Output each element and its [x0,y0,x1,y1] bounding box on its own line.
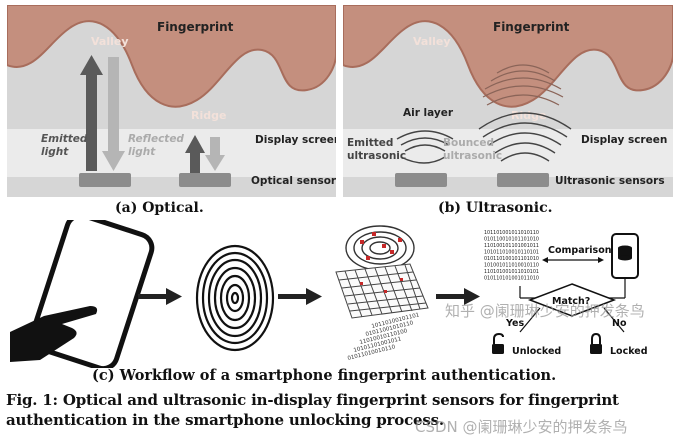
figure-caption-line-2: authentication in the smartphone unlocki… [6,411,444,429]
flow-arrow-2 [278,288,322,305]
optical-sensor-2 [179,173,231,187]
caption-a: (a) Optical. [115,200,204,216]
optical-sensor-1 [79,173,131,187]
caption-b: (b) Ultrasonic. [438,200,553,216]
ultrasonic-waves-left [396,130,454,164]
fingerprint-feature-extraction: 10110100101101 01011001010110 1101001011… [335,225,429,362]
comparison-label: Comparison [548,245,612,256]
locked-label: Locked [610,346,648,357]
binary-line: 010110100101101010 [484,256,539,262]
display-screen-band-b [343,129,673,177]
workflow-panel: 10110100101101 01011001010110 1101001011… [10,220,648,368]
binary-line: 101001011010010110 [484,263,539,269]
optical-sensors-label: Optical sensors [251,175,336,187]
display-screen-label: Display screen [255,134,336,146]
bounced-ultrasonic-label-2: ultrasonic [443,150,502,162]
watermark-zhihu: 知乎 @阑珊琳少安的押发条鸟 [445,302,645,320]
emitted-label: Emitted [41,133,88,145]
valley-label: Valley [91,35,129,48]
emitted-label-2: light [41,146,69,158]
unlocked-icon [492,332,504,354]
ultrasonic-sensor-1 [395,173,447,187]
display-screen-label-b: Display screen [581,134,667,146]
fingerprint-skin [7,5,336,108]
ridge-label: Ridge [191,109,226,122]
flow-arrow-3 [436,288,480,305]
figure-caption-line-1: Fig. 1: Optical and ultrasonic in-displa… [6,391,619,409]
binary-line: 010110101001011010 [484,276,539,282]
hand-illustration [10,306,98,362]
fingerprint-label: Fingerprint [157,20,234,34]
reflected-label: Reflected [128,133,184,145]
air-layer-label: Air layer [403,107,454,119]
phone-database-icon [611,233,639,279]
display-screen-band [7,129,336,177]
yes-label: Yes [505,318,524,329]
reflected-light-arrow [102,57,125,171]
emitted-ultrasonic-label-2: ultrasonic [347,150,406,162]
watermark-csdn: CSDN @阑珊琳少安的押发条鸟 [415,418,628,436]
emitted-light-arrow [80,55,103,171]
binary-line: 110101001011010101 [484,269,539,275]
stored-binary-template: 1011010010110101100101100101011010101101… [484,230,539,282]
binary-line: 101011010010110101 [484,250,539,256]
optical-panel: Fingerprint Valley Ridge Emitted light R… [7,5,336,197]
valley-label-b: Valley [413,35,451,48]
caption-c: (c) Workflow of a smartphone fingerprint… [92,367,557,384]
reflected-label-2: light [128,146,156,158]
emitted-ultrasonic-label: Emitted [347,137,393,149]
binary-line: 110100101101001011 [484,243,539,249]
binary-line: 101101001011010110 [484,230,539,236]
ultrasonic-waves-ridge [482,64,564,106]
locked-icon [590,332,602,354]
ultrasonic-waves-right [478,112,572,162]
fingerprint-skin-b [343,5,673,108]
match-label: Match? [552,296,590,307]
unlocked-label: Unlocked [512,346,561,357]
ultrasonic-sensors-label: Ultrasonic sensors [555,175,665,187]
binary-line: 010110010101101010 [484,237,539,243]
flow-arrow-1 [138,288,182,305]
fingerprint-label-b: Fingerprint [493,20,570,34]
ultrasonic-sensor-2 [497,173,549,187]
ridge-emitted-arrow [185,135,205,173]
ridge-reflected-arrow [205,137,225,171]
fingerprint-icon [195,244,275,352]
ridge-label-b: Ridge [511,109,546,122]
match-decision [527,283,617,317]
ultrasonic-panel: Fingerprint Valley Ridge Air layer Emitt… [343,5,673,197]
no-label: No [612,318,627,329]
bounced-ultrasonic-label: Bounced [443,137,494,149]
